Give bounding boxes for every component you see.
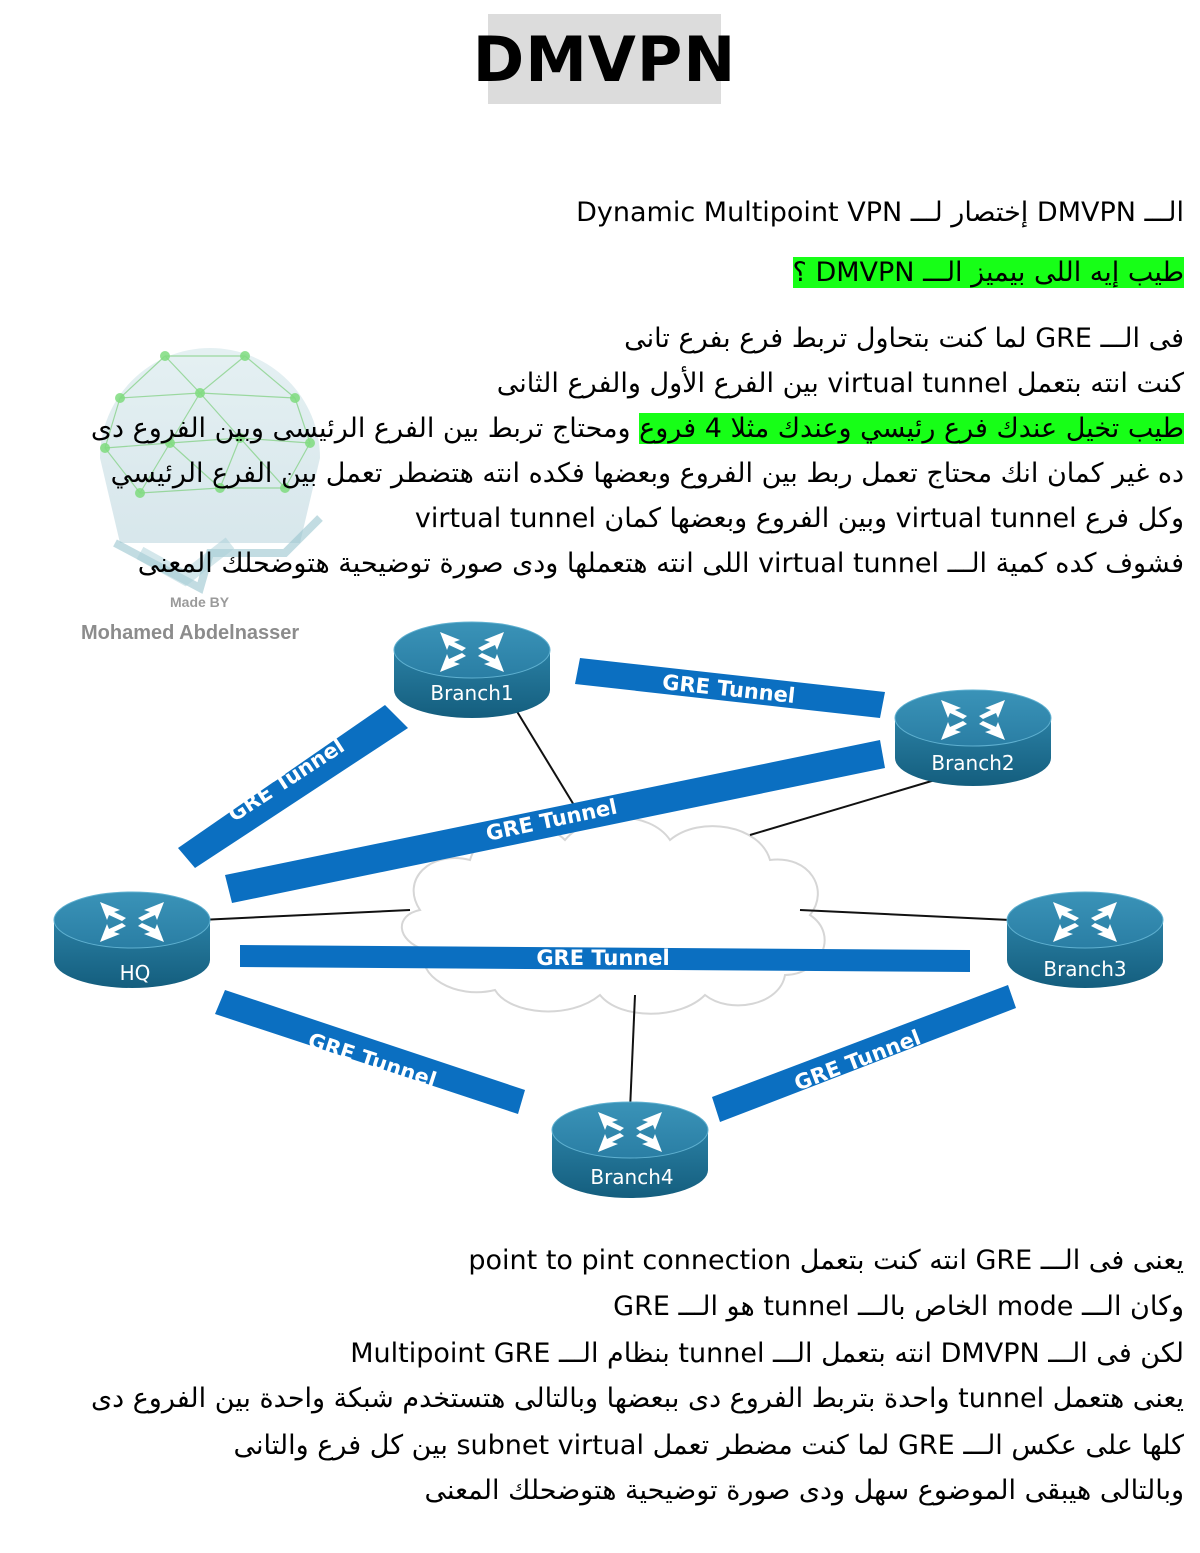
text-line-6: ده غير كمان انك محتاج تعمل ربط بين الفرو…: [110, 458, 1184, 489]
tunnel-label-2: GRE Tunnel: [224, 734, 349, 827]
router-branch1-icon: Branch1: [393, 621, 551, 719]
link-branch1-cloud: [509, 699, 581, 816]
tunnel-label-4: GRE Tunnel: [536, 946, 669, 970]
text-line-3: فى الـــ GRE لما كنت بتحاول تربط فرع بفر…: [624, 323, 1184, 354]
router-branch4-icon: Branch4: [551, 1101, 709, 1199]
tunnel-branch3-branch4: [712, 985, 1016, 1122]
tunnel-hq-branch1: [178, 705, 408, 868]
watermark-author: Mohamed Abdelnasser: [81, 622, 300, 644]
svg-text:Branch3: Branch3: [1043, 957, 1126, 981]
text-line-10: وكان الـــ mode الخاص بالـــ tunnel هو ا…: [613, 1291, 1184, 1322]
tunnel-branch1-branch2: [575, 658, 885, 718]
text-line-8: فشوف كده كمية الـــ virtual tunnel اللى …: [137, 548, 1184, 579]
link-branch2-cloud: [749, 779, 936, 836]
text-line-13: كلها على عكس الـــ GRE لما كنت مضطر تعمل…: [233, 1430, 1184, 1461]
svg-text:Branch4: Branch4: [590, 1165, 673, 1189]
highlight-branches: طيب تخيل عندك فرع رئيسي وعندك مثلا 4 فرو…: [639, 413, 1184, 444]
svg-text:Branch1: Branch1: [430, 681, 513, 705]
text-line-2: طيب إيه اللى بيميز الـــ DMVPN ؟: [792, 254, 1184, 292]
text-line-14: وبالتالى هيبقى الموضوع سهل ودى صورة توضي…: [424, 1475, 1185, 1506]
tunnel-hq-branch4: [215, 990, 525, 1114]
link-branch4-cloud: [629, 994, 636, 1111]
router-hq-icon: HQ: [53, 891, 211, 989]
watermark-made-by: Made BY: [170, 594, 230, 610]
tunnel-hq-branch2: [225, 740, 885, 903]
text-line-12: يعنى هتعمل tunnel واحدة بتربط الفروع دى …: [90, 1383, 1184, 1414]
link-hq-cloud: [199, 909, 411, 921]
router-branch3-icon: Branch3: [1006, 891, 1164, 989]
link-branch3-cloud: [799, 909, 1011, 921]
text-line-11: لكن فى الـــ DMVPN انته بتعمل الـــ tunn…: [350, 1338, 1184, 1369]
text-line-5: طيب تخيل عندك فرع رئيسي وعندك مثلا 4 فرو…: [91, 410, 1184, 448]
text-line-4: كنت انته بتعمل virtual tunnel بين الفرع …: [496, 368, 1184, 399]
text-line-7: وكل فرع virtual tunnel وبين الفروع وبعضه…: [414, 503, 1184, 534]
router-branch2-icon: Branch2: [894, 689, 1052, 787]
text-line-9: يعنى فى الـــ GRE انته كنت بتعمل point t…: [468, 1245, 1184, 1276]
highlight-question: طيب إيه اللى بيميز الـــ DMVPN ؟: [792, 257, 1184, 288]
svg-text:Branch2: Branch2: [931, 751, 1014, 775]
svg-text:HQ: HQ: [120, 961, 151, 985]
page-title: DMVPN: [473, 14, 735, 104]
tunnel-hq-branch3: [240, 945, 970, 972]
text-line-1: الـــ DMVPN إختصار لـــ Dynamic Multipoi…: [576, 197, 1184, 228]
gre-tunnel-diagram: GRE Tunnel GRE Tunnel GRE Tunnel GRE Tun…: [53, 621, 1164, 1199]
text-line-5-rest: ومحتاج تربط بين الفرع الرئيسى وبين الفرو…: [90, 413, 640, 444]
